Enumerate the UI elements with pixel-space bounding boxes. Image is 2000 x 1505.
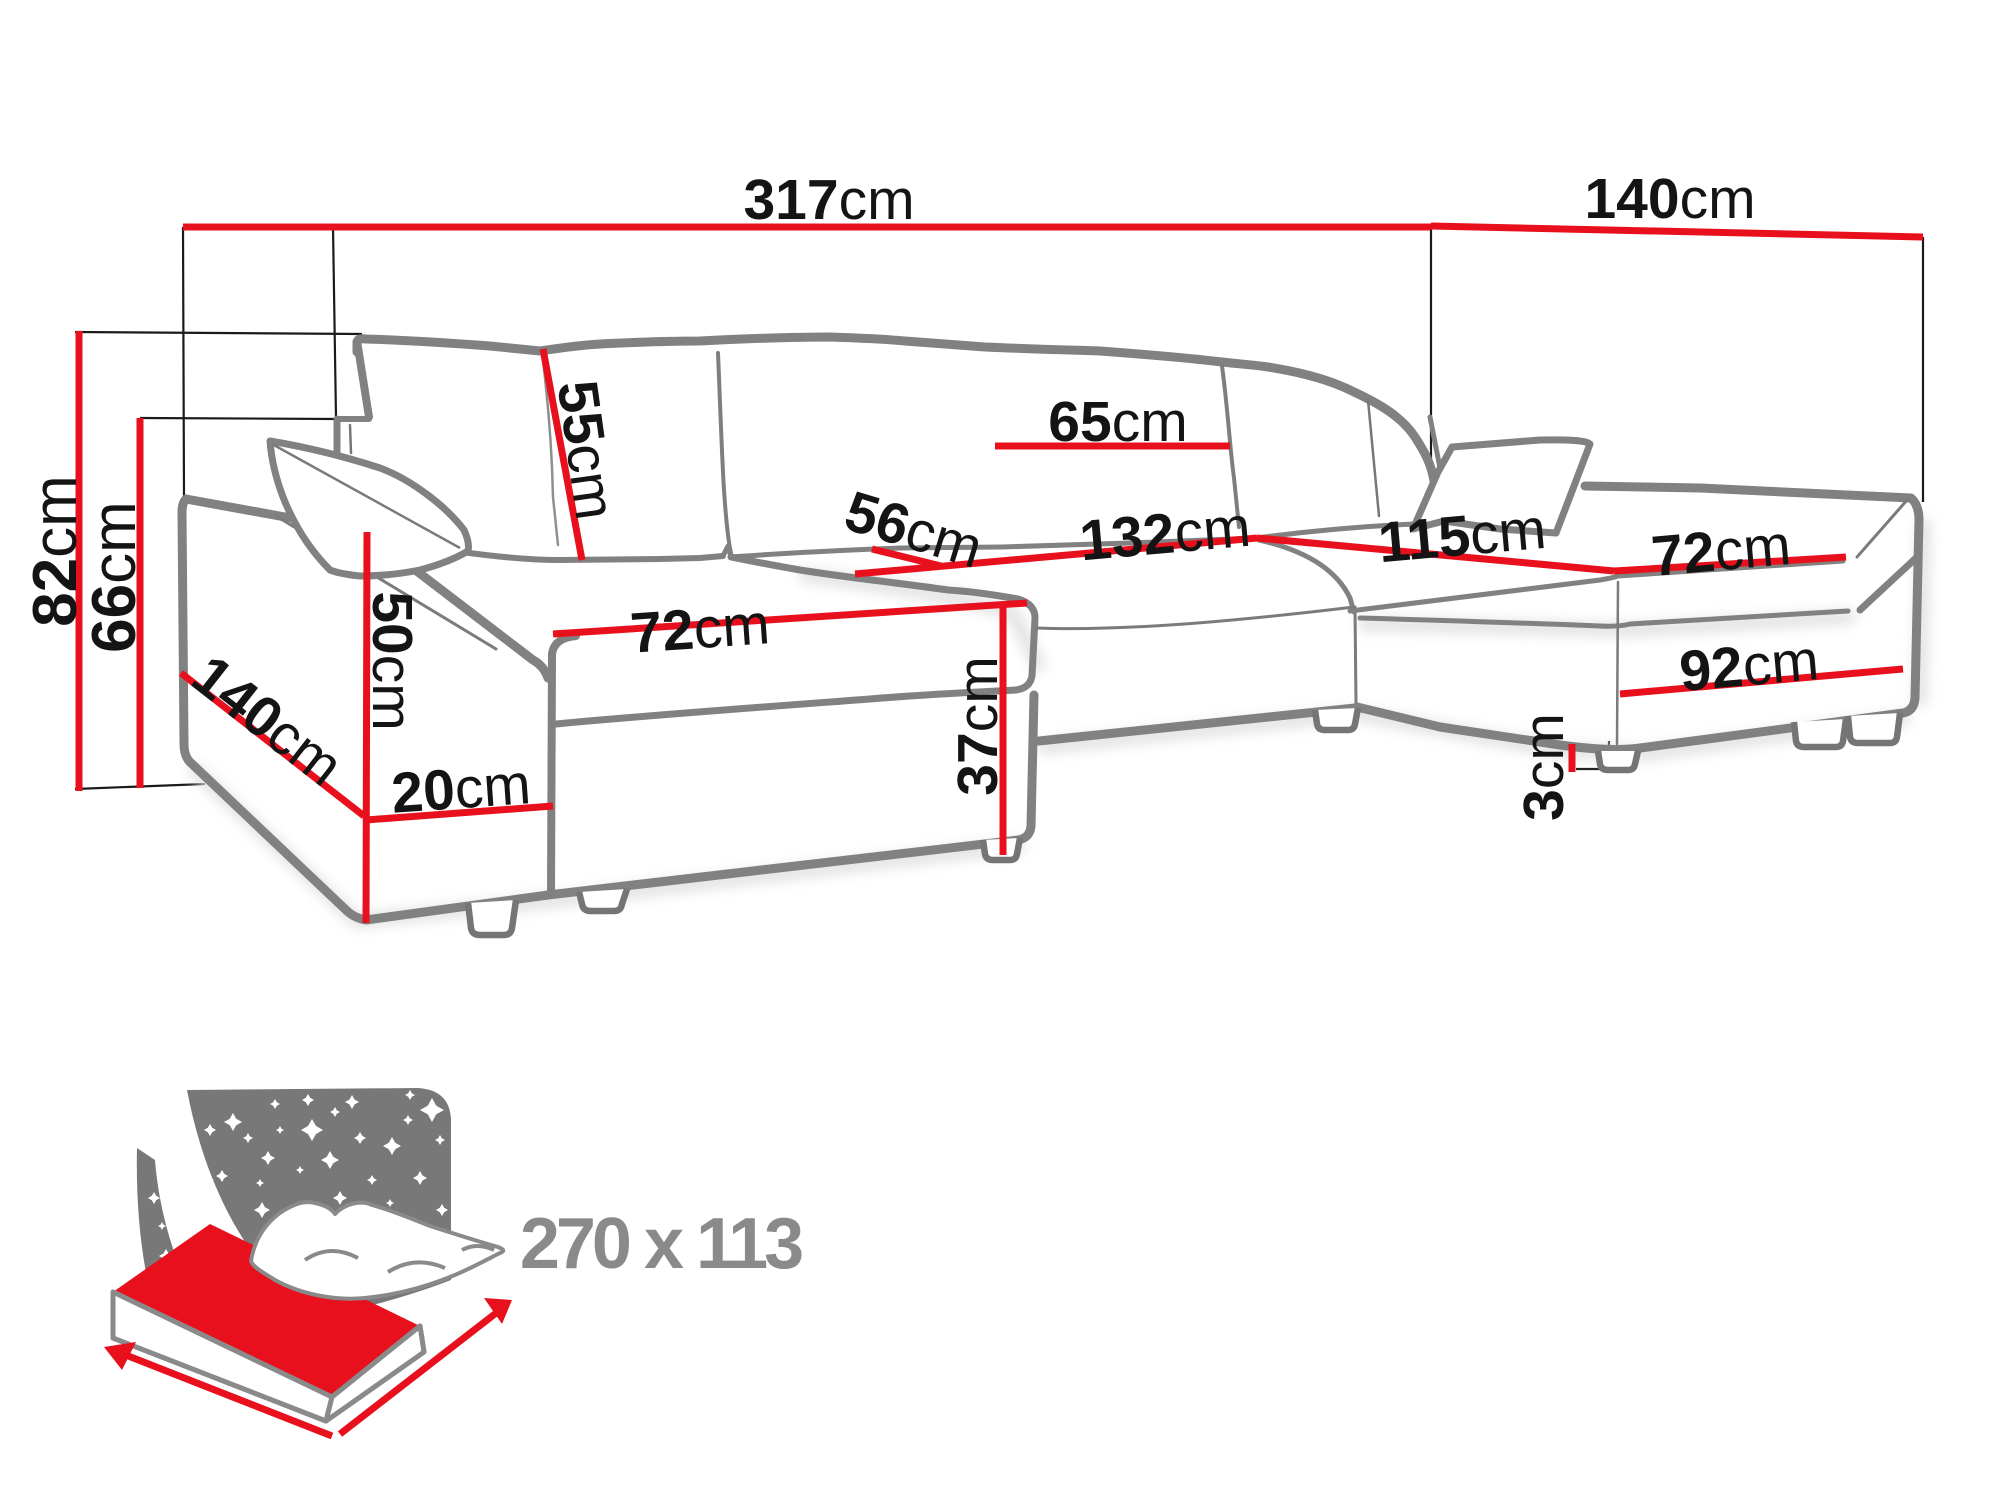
svg-text:115cm: 115cm [1376,497,1549,575]
svg-text:20cm: 20cm [389,752,533,826]
svg-text:92cm: 92cm [1677,628,1821,704]
svg-text:317cm: 317cm [743,168,914,232]
svg-text:140cm: 140cm [1584,167,1755,231]
svg-text:55cm: 55cm [545,377,628,524]
svg-text:65cm: 65cm [1048,390,1187,454]
svg-text:72cm: 72cm [1649,513,1793,589]
svg-text:37cm: 37cm [946,656,1010,795]
svg-text:66cm: 66cm [80,501,149,653]
svg-text:50cm: 50cm [360,591,424,730]
svg-text:270 x 113: 270 x 113 [520,1204,802,1284]
svg-text:3cm: 3cm [1512,713,1576,821]
svg-text:72cm: 72cm [628,592,772,666]
svg-text:82cm: 82cm [21,475,90,627]
svg-text:132cm: 132cm [1077,495,1253,574]
